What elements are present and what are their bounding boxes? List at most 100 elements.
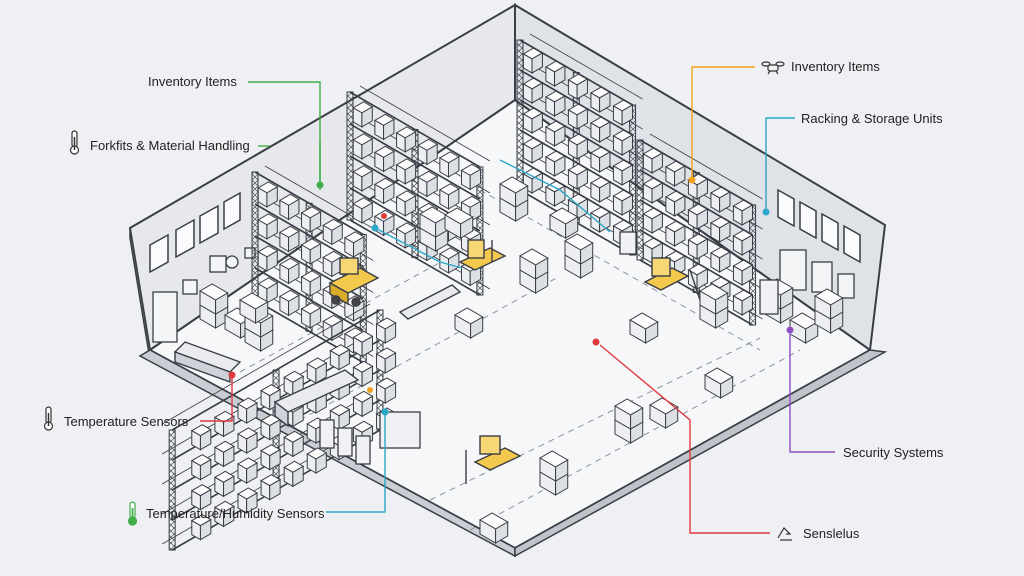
rack-box: [260, 414, 282, 441]
rack-box: [283, 370, 305, 398]
rack-box: [213, 410, 235, 438]
rack-box: [395, 190, 417, 217]
rack-box: [322, 218, 344, 246]
rack-box: [460, 163, 482, 191]
forklift-right: [643, 257, 701, 301]
leader-racking: [765, 117, 795, 212]
forklift-front: [465, 435, 522, 484]
rack-box: [260, 474, 282, 501]
pallets: [199, 176, 844, 544]
rack-box: [278, 257, 300, 285]
rack-box: [373, 177, 395, 205]
thermometer-icon: [43, 406, 54, 431]
forklifts: [328, 239, 701, 484]
pallet-stack: [814, 288, 844, 320]
rack-box: [544, 150, 566, 177]
rack-box: [257, 245, 279, 272]
sensor-markers: [228, 176, 794, 416]
callout-temperature-humidity-sensors: Temperature/Humidity Sensors: [146, 506, 325, 521]
rack-box: [300, 270, 322, 297]
rack-box: [283, 430, 305, 458]
rack-box: [664, 190, 686, 217]
pallet-stack: [704, 367, 734, 399]
leader-sensors: [599, 344, 770, 534]
rack-box: [352, 390, 374, 418]
pallet-stack: [549, 207, 579, 239]
pallet-stack: [479, 512, 509, 544]
leader-cyan-center: [374, 227, 463, 269]
rack-box: [438, 183, 460, 210]
leader-temp-humidity: [326, 412, 386, 513]
rack-box: [352, 197, 374, 224]
rack-box: [278, 225, 300, 253]
rack-box: [306, 357, 328, 384]
rack-box: [375, 377, 397, 404]
rack-box: [236, 397, 259, 424]
pallet-stack: [629, 312, 659, 344]
rack-box: [544, 180, 566, 207]
sensor-icon: [777, 527, 792, 541]
rack-box: [375, 317, 397, 344]
rack-box: [352, 101, 374, 128]
rack-box: [257, 181, 279, 208]
pallet-stack: [614, 398, 644, 430]
rack-box: [417, 170, 439, 198]
pallet-stack: [239, 292, 269, 324]
forklift-left: [328, 257, 380, 307]
pallet-stack: [454, 307, 484, 339]
pallet-stack: [519, 248, 549, 280]
rack-box: [236, 457, 259, 484]
rack-box: [417, 138, 439, 166]
pallet-stack: [539, 450, 569, 482]
rack-box: [352, 330, 374, 358]
rack-box: [213, 470, 235, 498]
rack-box: [213, 440, 235, 468]
rack-box: [343, 231, 365, 258]
pallet-stack: [199, 283, 229, 315]
rack-center: [161, 303, 397, 551]
pallet-stack: [789, 312, 819, 344]
rack-box: [329, 344, 351, 371]
wall-panels-left: [152, 247, 256, 343]
left-wall-windows: [149, 191, 241, 274]
rack-box: [278, 289, 300, 317]
rack-box: [190, 484, 212, 511]
rack-box: [709, 186, 731, 213]
rack-box: [190, 424, 212, 451]
thermometer-icon: [69, 130, 80, 155]
callout-security-systems: Security Systems: [843, 445, 944, 460]
rack-box: [460, 259, 482, 287]
rack-box: [190, 454, 212, 481]
rack-box: [395, 158, 417, 185]
pallet-stack: [499, 176, 529, 208]
conveyors: [173, 284, 462, 428]
rack-box: [352, 133, 374, 160]
thermometer-green-icon: [127, 501, 138, 526]
rack-box: [257, 213, 279, 240]
pallet-stack: [649, 397, 679, 429]
pallet-stack: [564, 233, 594, 265]
rack-box: [375, 347, 397, 374]
rack-box: [213, 500, 235, 528]
pallet-stack: [699, 283, 729, 315]
leader-cyan-rack: [499, 159, 611, 233]
rack-box: [373, 113, 395, 141]
rack-box: [300, 302, 322, 329]
rack-box: [589, 176, 611, 203]
rack-box: [438, 151, 460, 178]
callout-sensors: Senslelus: [803, 526, 860, 541]
rack-box: [300, 206, 322, 233]
drone-icon: [761, 61, 785, 75]
rack-right-front: [636, 133, 763, 326]
rack-box: [257, 277, 279, 304]
leader-inventory-right: [691, 66, 755, 180]
rack-box: [190, 514, 212, 541]
rack-box: [283, 460, 305, 488]
rack-box: [236, 487, 259, 514]
right-wall-windows: [777, 188, 861, 264]
pallet-stack: [444, 207, 474, 239]
forklift-center: [458, 239, 507, 271]
leader-temp: [200, 375, 233, 422]
rack-box: [373, 145, 395, 173]
